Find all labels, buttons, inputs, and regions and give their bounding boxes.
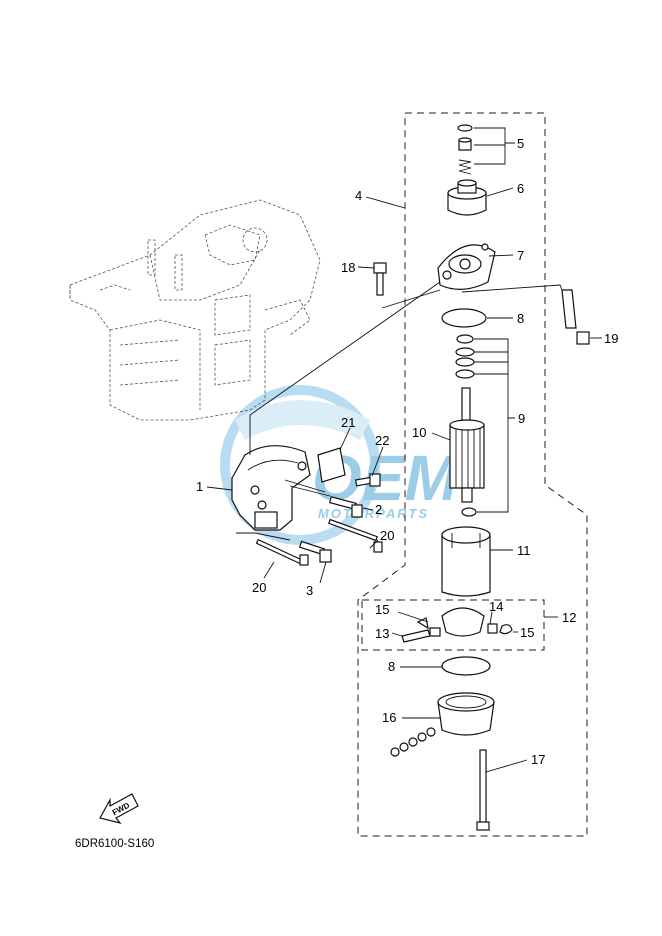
- part-8-oring-lower: [441, 656, 491, 676]
- callout-20-right: 20: [380, 528, 394, 543]
- callout-13: 13: [375, 626, 389, 641]
- callout-8-upper: 8: [517, 311, 524, 326]
- callout-22: 22: [375, 433, 389, 448]
- part-8-oring-upper: [441, 308, 487, 328]
- part-6-pinion: [447, 179, 487, 216]
- callout-12: 12: [562, 610, 576, 625]
- callout-21: 21: [341, 415, 355, 430]
- brush-kit-boundary: [361, 599, 545, 651]
- part-22-bolt: [354, 473, 381, 487]
- callout-20-left: 20: [252, 580, 266, 595]
- part-5-set: [457, 124, 473, 175]
- part-21-bracket: [284, 447, 346, 497]
- part-19-bolt: [561, 289, 590, 345]
- callout-18: 18: [341, 260, 355, 275]
- callout-10: 10: [412, 425, 426, 440]
- callout-19: 19: [604, 331, 618, 346]
- part-20-studs: [255, 518, 383, 566]
- watermark-sub: MOTORPARTS: [318, 506, 429, 521]
- part-1-bracket: [231, 445, 311, 531]
- callout-3: 3: [306, 583, 313, 598]
- callout-6: 6: [517, 181, 524, 196]
- callout-16: 16: [382, 710, 396, 725]
- part-12-brush-kit: [401, 607, 513, 643]
- part-18-bolt: [373, 262, 387, 296]
- part-10-armature: [449, 387, 485, 503]
- leader-lines: [206, 127, 602, 773]
- callout-2: 2: [375, 502, 382, 517]
- part-3-bolt: [298, 540, 332, 563]
- callout-15-left: 15: [375, 602, 389, 617]
- assembly-boundary: [357, 112, 588, 837]
- callout-9: 9: [518, 411, 525, 426]
- callout-11: 11: [517, 543, 531, 558]
- part-2-bolt: [328, 496, 363, 518]
- callout-4: 4: [355, 188, 362, 203]
- part-7-upper-cover: [437, 243, 496, 290]
- fwd-arrow: FWD: [99, 793, 139, 825]
- part-9-washers: [455, 334, 477, 517]
- diagram-code: 6DR6100-S160: [75, 838, 154, 850]
- callout-1: 1: [196, 479, 203, 494]
- part-11-yoke: [441, 526, 491, 597]
- callout-5: 5: [517, 136, 524, 151]
- engine-block: [69, 199, 321, 421]
- part-17-through-bolt: [476, 749, 490, 831]
- callouts: 5 6 4 7 18 8 19 9 10 21 22 1 2 20 11 3 2…: [196, 136, 618, 767]
- callout-17: 17: [531, 752, 545, 767]
- callout-8-lower: 8: [388, 659, 395, 674]
- callout-7: 7: [517, 248, 524, 263]
- callout-14: 14: [489, 599, 503, 614]
- part-16-lower-cover: [390, 692, 495, 757]
- callout-15-right: 15: [520, 625, 534, 640]
- assembly-lines: [236, 281, 563, 541]
